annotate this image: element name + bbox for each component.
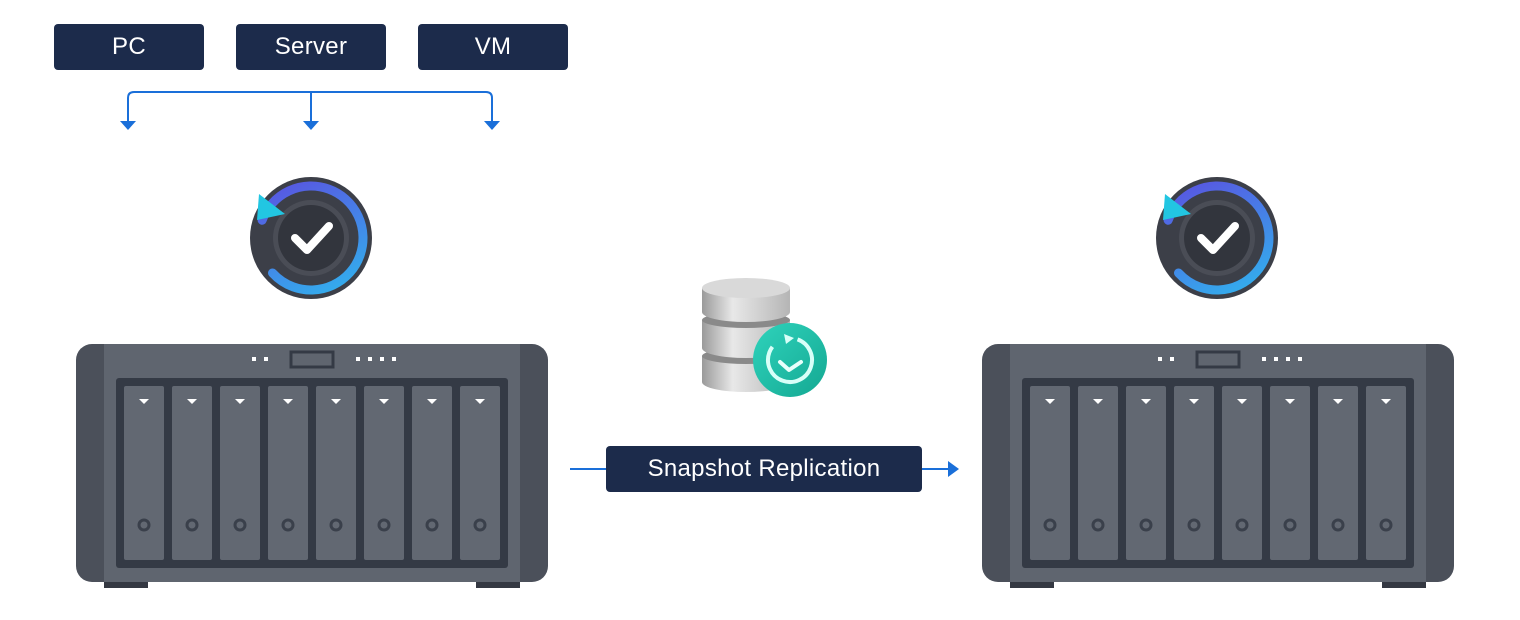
snapshot-clock-badge	[753, 323, 827, 397]
nas-front-port	[289, 350, 335, 369]
drive-latch-icon	[1381, 399, 1391, 404]
drive-latch-icon	[1093, 399, 1103, 404]
drive-latch-icon	[1237, 399, 1247, 404]
source-vm-box: VM	[418, 24, 568, 70]
drive-button-icon	[1235, 518, 1249, 532]
drive-bay	[316, 386, 356, 560]
drive-button-icon	[281, 518, 295, 532]
drive-latch-icon	[187, 399, 197, 404]
drive-bay	[1030, 386, 1070, 560]
nas-status-led	[1274, 357, 1278, 361]
drive-bay	[124, 386, 164, 560]
drive-button-icon	[1379, 518, 1393, 532]
drive-button-icon	[1331, 518, 1345, 532]
drive-bay	[1270, 386, 1310, 560]
nas-foot	[1382, 580, 1426, 588]
backup-checkmark-icon	[250, 177, 372, 299]
nas-foot	[1010, 580, 1054, 588]
drive-latch-icon	[427, 399, 437, 404]
drive-button-icon	[137, 518, 151, 532]
drive-bay	[172, 386, 212, 560]
nas-status-led	[1298, 357, 1302, 361]
nas-status-led	[264, 357, 268, 361]
drive-bay	[1078, 386, 1118, 560]
arrow-down-server-icon	[303, 121, 319, 130]
source-pc-box: PC	[54, 24, 204, 70]
drive-bay	[220, 386, 260, 560]
drive-bay	[1174, 386, 1214, 560]
nas-foot	[476, 580, 520, 588]
drive-latch-icon	[139, 399, 149, 404]
drive-latch-icon	[1141, 399, 1151, 404]
drive-latch-icon	[1189, 399, 1199, 404]
nas-bay-frame	[1022, 378, 1414, 568]
source-nas	[76, 344, 548, 588]
nas-status-led	[368, 357, 372, 361]
drive-bay	[1318, 386, 1358, 560]
database-snapshot-icon	[702, 278, 827, 397]
drive-latch-icon	[379, 399, 389, 404]
nas-bay-frame	[116, 378, 508, 568]
nas-status-led	[380, 357, 384, 361]
drive-bay	[1222, 386, 1262, 560]
drive-button-icon	[1043, 518, 1057, 532]
nas-status-led	[1170, 357, 1174, 361]
drive-latch-icon	[331, 399, 341, 404]
source-server-box: Server	[236, 24, 386, 70]
drive-bay	[364, 386, 404, 560]
nas-status-led	[1262, 357, 1266, 361]
arrow-down-pc-icon	[120, 121, 136, 130]
nas-front-port	[1195, 350, 1241, 369]
nas-status-led	[1286, 357, 1290, 361]
drive-button-icon	[1091, 518, 1105, 532]
drive-bay	[1126, 386, 1166, 560]
drive-button-icon	[233, 518, 247, 532]
arrow-down-vm-icon	[484, 121, 500, 130]
target-nas	[982, 344, 1454, 588]
drive-bay	[1366, 386, 1406, 560]
drive-latch-icon	[235, 399, 245, 404]
drive-button-icon	[1283, 518, 1297, 532]
drive-bay	[460, 386, 500, 560]
nas-status-led	[392, 357, 396, 361]
nas-status-led	[1158, 357, 1162, 361]
nas-status-led	[252, 357, 256, 361]
snapshot-replication-label-box: Snapshot Replication	[606, 446, 922, 492]
nas-foot	[104, 580, 148, 588]
source-pc-label: PC	[112, 33, 146, 60]
arrow-right-icon	[948, 461, 959, 477]
nas-status-led	[356, 357, 360, 361]
source-vm-label: VM	[474, 33, 512, 60]
drive-button-icon	[1139, 518, 1153, 532]
snapshot-replication-label: Snapshot Replication	[647, 455, 881, 482]
drive-button-icon	[1187, 518, 1201, 532]
drive-bay	[412, 386, 452, 560]
drive-button-icon	[473, 518, 487, 532]
drive-button-icon	[425, 518, 439, 532]
source-bracket-connector	[127, 91, 493, 122]
drive-button-icon	[329, 518, 343, 532]
drive-latch-icon	[475, 399, 485, 404]
drive-latch-icon	[1045, 399, 1055, 404]
backup-checkmark-icon	[1156, 177, 1278, 299]
drive-latch-icon	[1285, 399, 1295, 404]
drive-button-icon	[377, 518, 391, 532]
drive-button-icon	[185, 518, 199, 532]
drive-bay	[268, 386, 308, 560]
drive-latch-icon	[1333, 399, 1343, 404]
drive-latch-icon	[283, 399, 293, 404]
source-server-label: Server	[274, 33, 348, 60]
